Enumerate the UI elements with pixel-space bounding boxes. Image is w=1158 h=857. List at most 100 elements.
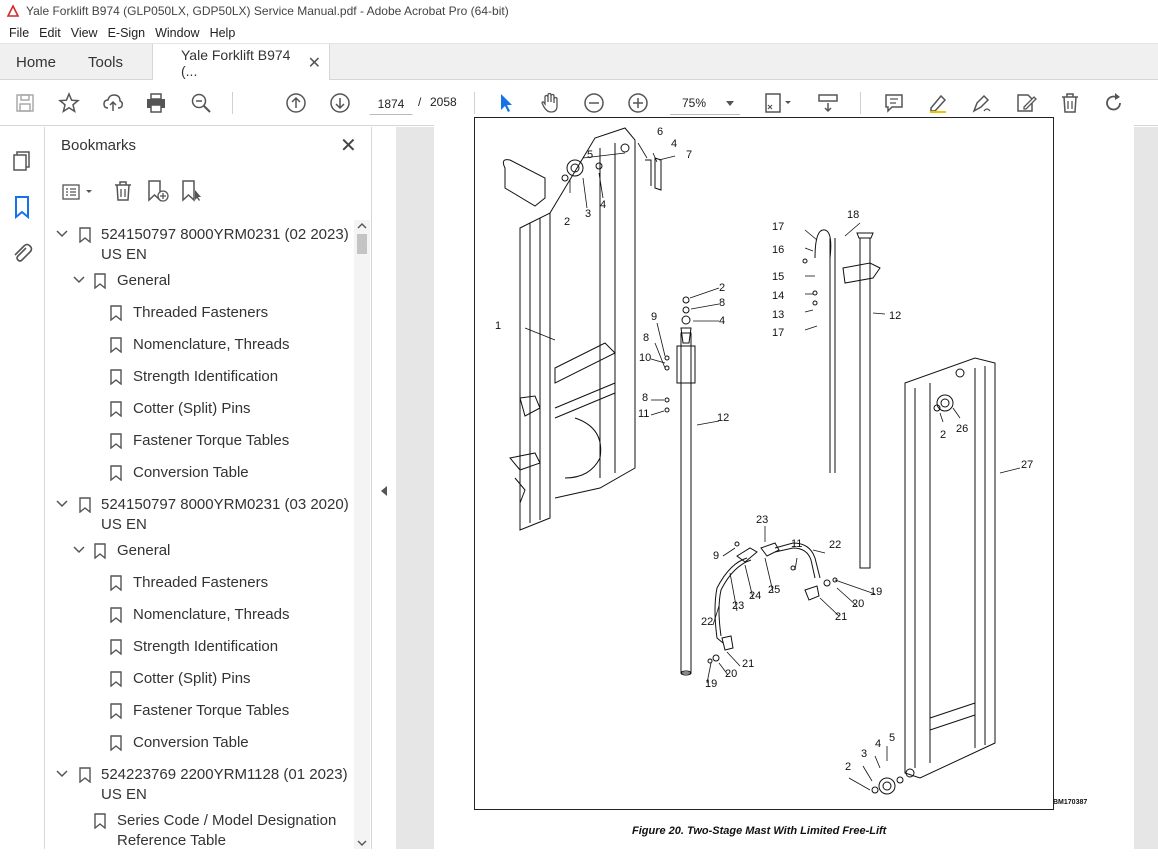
bookmark-scrollbar[interactable]	[354, 220, 370, 849]
pages-thumbnail-icon[interactable]	[10, 149, 34, 173]
toolbar-separator	[232, 92, 233, 114]
callout-label: 4	[719, 315, 726, 327]
bookmark-icon	[94, 273, 106, 289]
bookmark-label: Threaded Fasteners	[133, 574, 269, 591]
callout-label: 20	[725, 668, 738, 680]
scroll-down-icon[interactable]	[357, 839, 367, 847]
callout-label: 2	[564, 216, 571, 228]
attachment-icon[interactable]	[10, 241, 34, 265]
bookmark-label: Fastener Torque Tables	[133, 702, 290, 719]
upload-cloud-icon[interactable]	[101, 91, 125, 115]
callout-label: 11	[791, 538, 803, 550]
bookmark-label: Threaded Fasteners	[133, 304, 269, 321]
comment-icon[interactable]	[882, 91, 906, 115]
menu-file[interactable]: File	[9, 25, 30, 40]
bookmark-icon	[110, 305, 122, 321]
bookmark-icon	[110, 607, 122, 623]
tab-close-icon[interactable]: ✕	[307, 54, 321, 72]
bookmark-label: 524150797 8000YRM0231 (03 2020) US EN	[101, 496, 349, 533]
bookmark-label: Nomenclature, Threads	[133, 606, 290, 623]
callout-label: 12	[717, 412, 730, 424]
page-separator: /	[418, 95, 422, 109]
bookmark-label: Conversion Table	[133, 734, 249, 751]
zoom-out-icon[interactable]	[582, 91, 606, 115]
chevron-down-icon[interactable]	[73, 275, 85, 285]
callout-label: 4	[671, 138, 678, 150]
scroll-mode-icon[interactable]	[816, 91, 840, 115]
callout-label: 8	[642, 392, 649, 404]
bookmarks-title: Bookmarks	[61, 137, 137, 154]
tab-document-label: Yale Forklift B974 (...	[181, 46, 291, 79]
title-bar: Yale Forklift B974 (GLP050LX, GDP50LX) S…	[0, 0, 1158, 22]
callout-label: 10	[639, 352, 652, 364]
bookmark-panel-icon[interactable]	[10, 195, 34, 220]
bookmark-icon	[110, 465, 122, 481]
callout-label: 7	[686, 149, 693, 161]
close-icon[interactable]: ✕	[340, 135, 357, 157]
bookmark-item[interactable]: 524150797 8000YRM0231 (02 2023) US EN	[46, 225, 354, 265]
page-fit-icon[interactable]	[762, 91, 794, 115]
delete-icon[interactable]	[1058, 91, 1082, 115]
zoom-search-icon[interactable]	[189, 91, 213, 115]
callout-label: 19	[705, 678, 718, 690]
bookmark-label: 524223769 2200YRM1128 (01 2023) US EN	[101, 766, 348, 803]
new-bookmark-icon[interactable]	[146, 179, 170, 203]
rotate-icon[interactable]	[1102, 91, 1126, 115]
page-number-input[interactable]: 1874	[369, 91, 413, 115]
star-icon[interactable]	[57, 91, 81, 115]
chevron-down-icon[interactable]	[56, 499, 68, 509]
find-bookmark-icon[interactable]	[180, 179, 204, 203]
figure-frame: 6 5 4 7 2 3 4 18 17 16 15 14 13 17 12 2 …	[474, 117, 1087, 810]
zoom-level-select[interactable]: 75%	[670, 91, 740, 115]
draw-sign-icon[interactable]	[970, 91, 994, 115]
bookmark-item[interactable]: Series Code / Model Designation Referenc…	[46, 811, 354, 849]
bookmark-label: Cotter (Split) Pins	[133, 670, 251, 687]
menu-edit[interactable]: Edit	[39, 25, 61, 40]
highlight-pen-icon[interactable]	[926, 91, 950, 115]
chevron-down-icon[interactable]	[56, 229, 68, 239]
callout-label: 17	[772, 327, 785, 339]
bookmark-item[interactable]: 524223769 2200YRM1128 (01 2023) US EN	[46, 765, 354, 805]
bookmark-tree: 524150797 8000YRM0231 (02 2023) US EN Ge…	[46, 219, 354, 849]
bookmark-icon	[79, 767, 91, 783]
callout-label: 3	[861, 748, 868, 760]
document-viewer[interactable]: 6 5 4 7 2 3 4 18 17 16 15 14 13 17 12 2 …	[396, 117, 1158, 857]
options-menu-icon[interactable]	[61, 181, 97, 203]
panel-splitter[interactable]	[372, 127, 396, 849]
print-icon[interactable]	[144, 91, 168, 115]
scrollbar-thumb[interactable]	[357, 234, 367, 254]
save-icon[interactable]	[13, 91, 37, 115]
callout-label: 1	[495, 320, 502, 332]
delete-bookmark-icon[interactable]	[112, 179, 134, 203]
bookmark-tools	[46, 175, 372, 209]
bookmark-label: Cotter (Split) Pins	[133, 400, 251, 417]
hand-tool-icon[interactable]	[538, 91, 562, 115]
bookmark-label: Strength Identification	[133, 638, 279, 655]
page-total: 2058	[430, 95, 457, 109]
collapse-panel-icon[interactable]	[380, 485, 388, 497]
menu-window[interactable]: Window	[155, 25, 200, 40]
tab-tools[interactable]: Tools	[88, 53, 124, 71]
menu-help[interactable]: Help	[209, 25, 236, 40]
next-page-icon[interactable]	[328, 91, 352, 115]
callout-label: 6	[657, 126, 664, 138]
scroll-up-icon[interactable]	[357, 222, 367, 230]
bookmark-item[interactable]: 524150797 8000YRM0231 (03 2020) US EN	[46, 495, 354, 535]
menu-view[interactable]: View	[70, 25, 98, 40]
bookmark-icon	[110, 703, 122, 719]
chevron-down-icon[interactable]	[56, 769, 68, 779]
menu-esign[interactable]: E-Sign	[107, 25, 146, 40]
callout-label: 3	[585, 208, 592, 220]
tab-home[interactable]: Home	[16, 53, 57, 71]
bookmark-label: General	[117, 542, 171, 559]
callout-label: 26	[956, 423, 969, 435]
zoom-in-icon[interactable]	[626, 91, 650, 115]
select-cursor-icon[interactable]	[494, 91, 518, 115]
chevron-down-icon[interactable]	[73, 545, 85, 555]
edit-pdf-icon[interactable]	[1014, 91, 1038, 115]
bookmark-icon	[110, 639, 122, 655]
toolbar-separator	[860, 92, 861, 114]
bookmark-icon	[110, 401, 122, 417]
tab-document[interactable]: Yale Forklift B974 (... ✕	[152, 44, 330, 81]
previous-page-icon[interactable]	[284, 91, 308, 115]
